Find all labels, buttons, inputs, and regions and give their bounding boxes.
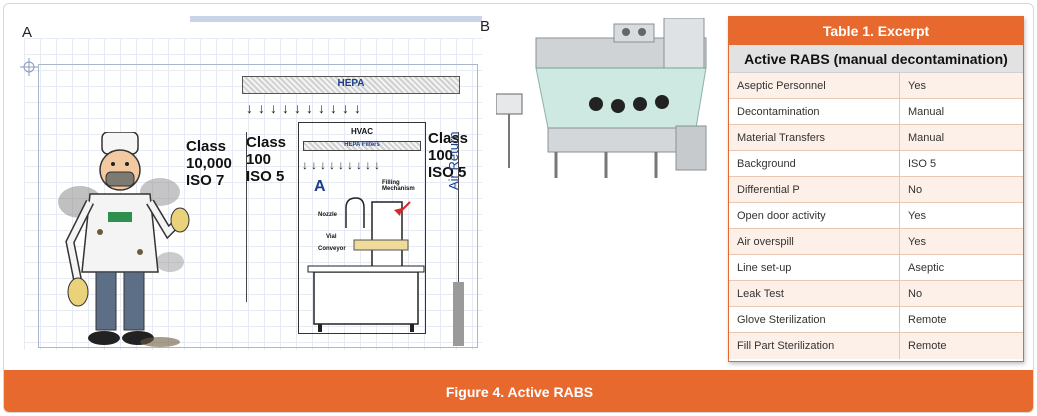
- row-value: Yes: [908, 236, 926, 248]
- hepa-filters-label: HEPA Filters: [344, 142, 380, 148]
- filling-mechanism-label: Filling Mechanism: [382, 180, 415, 192]
- rabs-machine-icon: [496, 18, 707, 178]
- conveyor-label: Conveyor: [318, 246, 346, 252]
- table-1-excerpt: Table 1. Excerpt Active RABS (manual dec…: [728, 16, 1024, 362]
- figure-caption: Figure 4. Active RABS: [445, 384, 594, 400]
- table-row: Differential P No: [729, 177, 1023, 203]
- top-bar: [190, 16, 482, 22]
- table-row: Aseptic Personnel Yes: [729, 73, 1023, 99]
- row-label: Leak Test: [729, 281, 900, 306]
- panel-b-rabs-photo: B: [480, 12, 724, 192]
- class-10000-label: Class 10,000 ISO 7: [186, 138, 232, 189]
- curtain-right-line: [458, 132, 459, 282]
- panel-b-letter: B: [480, 18, 491, 35]
- zone-a-mark: A: [314, 178, 326, 195]
- table-row: Glove Sterilization Remote: [729, 307, 1023, 333]
- row-value: Remote: [908, 340, 947, 352]
- hepa-filter-bar: HEPA: [242, 76, 460, 94]
- row-value: Aseptic: [908, 262, 945, 274]
- class-right-line3: ISO 5: [428, 164, 467, 181]
- row-value: Manual: [908, 132, 945, 144]
- row-value: Remote: [908, 314, 947, 326]
- table-title: Table 1. Excerpt: [729, 17, 1023, 45]
- curtain-left-line: [246, 132, 247, 302]
- hepa-filters-bar: HEPA Filters: [303, 141, 421, 151]
- class-left-line2: 10,000: [186, 155, 232, 172]
- table-row: Open door activity Yes: [729, 203, 1023, 229]
- table-row: Leak Test No: [729, 281, 1023, 307]
- table-row: Material Transfers Manual: [729, 125, 1023, 151]
- vial-label: Vial: [326, 234, 337, 240]
- room-border: [38, 64, 478, 348]
- hepa-label: HEPA: [337, 78, 365, 89]
- class-left-line3: ISO 7: [186, 172, 225, 189]
- table-subtitle: Active RABS (manual decontamination): [729, 45, 1023, 73]
- crosshair-icon: [20, 58, 38, 76]
- air-return-duct: [453, 282, 464, 346]
- rabs-enclosure: HVAC HEPA Filters: [298, 122, 426, 334]
- filling-machine-icon: [307, 197, 425, 332]
- row-label: Background: [729, 151, 900, 176]
- row-label: Aseptic Personnel: [729, 73, 900, 98]
- row-label: Open door activity: [729, 203, 900, 228]
- air-return-label: Air Return: [446, 131, 461, 190]
- table-row: Fill Part Sterilization Remote: [729, 333, 1023, 359]
- airflow-arrows-top: ↓↓↓↓↓↓↓↓↓↓: [246, 100, 366, 116]
- row-value: No: [908, 184, 923, 196]
- table-row: Line set-up Aseptic: [729, 255, 1023, 281]
- row-label: Differential P: [729, 177, 900, 202]
- row-value: Yes: [908, 80, 926, 92]
- class-left-line1: Class: [186, 138, 227, 155]
- class-mid-line3: ISO 5: [246, 168, 285, 185]
- table-row: Background ISO 5: [729, 151, 1023, 177]
- row-value: Manual: [908, 106, 945, 118]
- figure-frame: A: [3, 3, 1034, 413]
- panel-a-letter: A: [22, 24, 33, 41]
- class-mid-line2: 100: [246, 151, 272, 168]
- panel-a-cleanroom-diagram: A: [10, 12, 482, 356]
- class-mid-line1: Class: [246, 134, 287, 151]
- table-row: Air overspill Yes: [729, 229, 1023, 255]
- row-label: Glove Sterilization: [729, 307, 900, 332]
- row-value: Yes: [908, 210, 926, 222]
- figure-caption-bar: Figure 4. Active RABS: [4, 370, 1033, 412]
- row-label: Air overspill: [729, 229, 900, 254]
- row-label: Decontamination: [729, 99, 900, 124]
- row-value: No: [908, 288, 923, 300]
- row-label: Fill Part Sterilization: [729, 333, 900, 359]
- table-row: Decontamination Manual: [729, 99, 1023, 125]
- row-value: ISO 5: [908, 158, 937, 170]
- class-100-mid-label: Class 100 ISO 5: [246, 134, 286, 185]
- class-right-line2: 100: [428, 147, 454, 164]
- worker-illustration-icon: [58, 132, 190, 347]
- class-100-right-label: Class 100 ISO 5: [428, 130, 468, 181]
- row-label: Material Transfers: [729, 125, 900, 150]
- airflow-arrows-inner: ↓↓↓↓↓↓↓↓↓: [302, 158, 383, 172]
- hvac-label: HVAC: [350, 127, 374, 136]
- nozzle-label: Nozzle: [318, 212, 338, 218]
- row-label: Line set-up: [729, 255, 900, 280]
